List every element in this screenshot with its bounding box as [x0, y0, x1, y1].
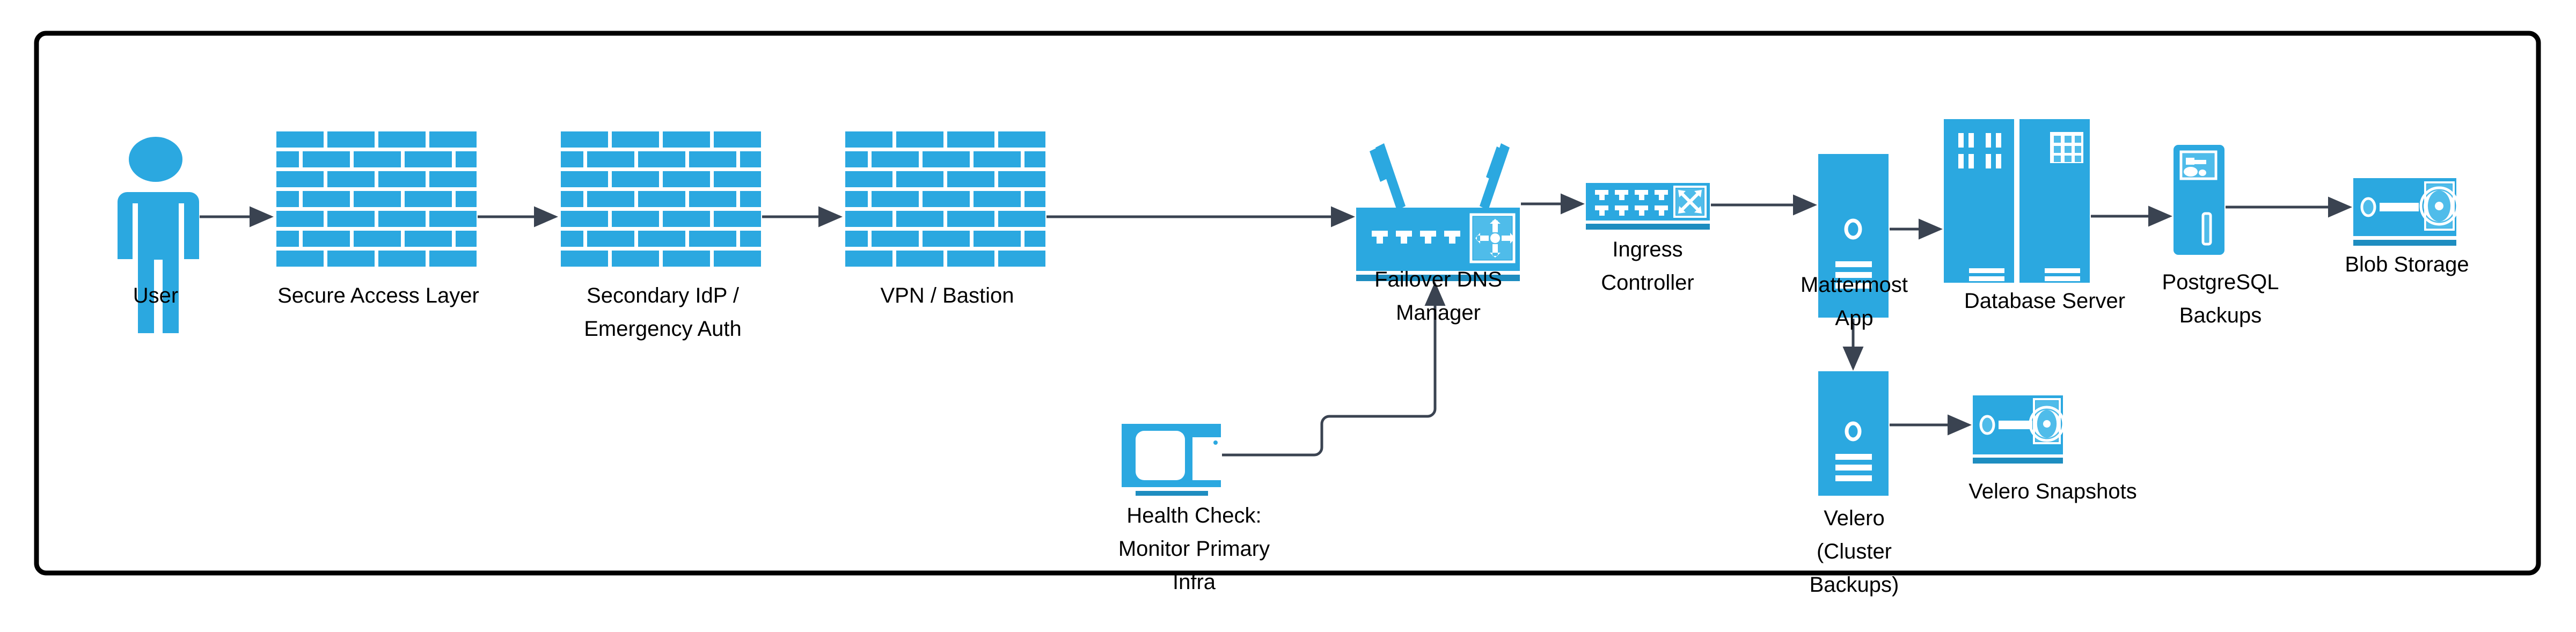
application-server-icon-mattermost — [1818, 154, 1889, 318]
firewall-brick-icon-secondary-idp — [561, 131, 761, 267]
network-switch-icon — [1586, 183, 1710, 230]
database-rack-icon — [1944, 119, 2090, 283]
blob-storage-icon — [2353, 178, 2459, 246]
firewall-brick-icon-secure-access — [276, 131, 477, 267]
firewall-brick-icon-vpn-bastion — [845, 131, 1045, 267]
monitor-devices-icon — [1122, 424, 1221, 496]
user-person-icon — [118, 137, 199, 333]
diagram-outer-border — [34, 31, 2541, 576]
wireless-router-icon — [1356, 143, 1520, 281]
blob-storage-icon-velero-snapshots — [1973, 395, 2065, 464]
edge-health-check-to-dns-manager — [1222, 282, 1446, 457]
application-server-icon-velero — [1818, 371, 1889, 496]
workstation-tower-icon — [2174, 145, 2224, 255]
